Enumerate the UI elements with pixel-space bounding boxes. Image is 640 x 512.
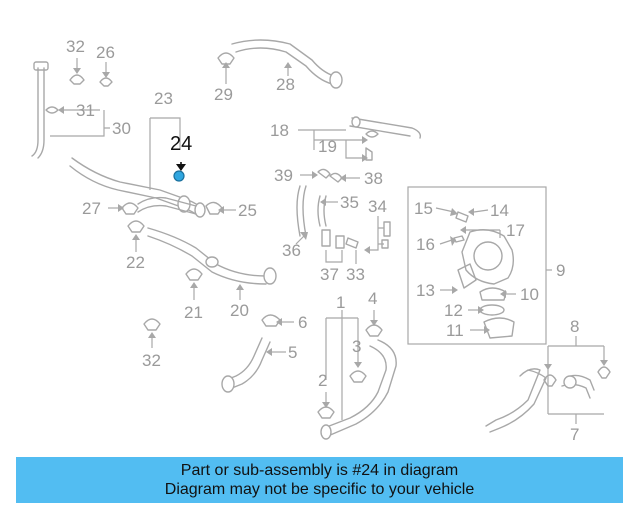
part-1-hose — [320, 339, 397, 440]
diagram-note-banner: Part or sub-assembly is #24 in diagram D… — [16, 457, 623, 503]
callout-22: 22 — [126, 253, 145, 272]
callout-32-bottom: 32 — [142, 351, 161, 370]
callout-33: 33 — [346, 265, 365, 284]
part-20-hose — [147, 227, 277, 285]
clamp-39 — [317, 168, 331, 179]
callout-39: 39 — [274, 166, 293, 185]
clamp-2 — [317, 406, 335, 419]
hose-27-25 — [137, 196, 206, 218]
callout-29: 29 — [214, 85, 233, 104]
parts-diagram: 32 26 31 30 23 24 29 28 18 19 39 38 27 2… — [31, 37, 611, 444]
callout-23: 23 — [154, 89, 173, 108]
callout-17: 17 — [506, 221, 525, 240]
clamp-6 — [261, 314, 281, 327]
callout-13: 13 — [416, 281, 435, 300]
callout-27: 27 — [82, 199, 101, 218]
callout-25: 25 — [238, 201, 257, 220]
clamp-8-right — [597, 366, 611, 379]
callout-6: 6 — [298, 313, 307, 332]
hose-8 — [561, 374, 595, 399]
callout-32-top: 32 — [66, 37, 85, 56]
clamp-32-top — [69, 58, 85, 85]
callout-7: 7 — [570, 425, 579, 444]
part-30-hose — [31, 61, 59, 159]
assembly-9-box — [407, 186, 547, 345]
part-5-hose — [221, 337, 271, 393]
leader-30 — [50, 110, 110, 137]
callout-9: 9 — [556, 261, 565, 280]
callout-34: 34 — [368, 197, 387, 216]
callout-28: 28 — [276, 75, 295, 94]
clamp-24-highlighted — [173, 162, 186, 182]
callout-31: 31 — [76, 101, 95, 120]
banner-line-part-number: Part or sub-assembly is #24 in diagram — [180, 462, 459, 479]
callout-24-highlighted: 24 — [170, 133, 192, 155]
callout-5: 5 — [288, 343, 297, 362]
callout-4: 4 — [368, 289, 377, 308]
callout-26: 26 — [96, 43, 115, 62]
callout-8: 8 — [570, 317, 579, 336]
callout-1: 1 — [336, 293, 345, 312]
callout-37: 37 — [320, 265, 339, 284]
callout-3: 3 — [352, 337, 361, 356]
clamp-32-bottom — [143, 318, 161, 331]
clamp-22 — [127, 220, 145, 233]
callout-38: 38 — [364, 169, 383, 188]
callout-12: 12 — [444, 301, 463, 320]
part-35-hose — [296, 185, 327, 237]
callout-36: 36 — [282, 241, 301, 260]
part-7-hose — [485, 368, 547, 433]
callout-14: 14 — [490, 201, 509, 220]
callout-2: 2 — [318, 371, 327, 390]
clamp-27 — [121, 202, 139, 215]
callout-35: 35 — [340, 193, 359, 212]
callout-18: 18 — [270, 121, 289, 140]
callout-30: 30 — [112, 119, 131, 138]
clamp-8-left — [543, 374, 557, 387]
clamp-3 — [349, 370, 367, 383]
part-33 — [345, 237, 359, 249]
clamp-38 — [329, 172, 343, 183]
banner-line-disclaimer: Diagram may not be specific to your vehi… — [164, 481, 475, 498]
callout-15: 15 — [414, 199, 433, 218]
callout-20: 20 — [230, 301, 249, 320]
clamp-29 — [217, 52, 235, 84]
clamp-21 — [185, 268, 203, 281]
part-37 — [321, 229, 345, 249]
clamp-4 — [365, 324, 383, 337]
clamp-25 — [205, 201, 223, 215]
thermostat-housing — [453, 211, 515, 339]
part-28-hose — [231, 39, 343, 89]
part-18-pipe — [349, 116, 422, 161]
callout-19: 19 — [318, 137, 337, 156]
callout-21: 21 — [184, 303, 203, 322]
callout-11: 11 — [446, 321, 464, 340]
leader-23 — [149, 117, 181, 190]
clamp-26 — [99, 62, 113, 87]
callout-16: 16 — [416, 235, 435, 254]
part-34 — [381, 221, 391, 249]
callout-10: 10 — [520, 285, 539, 304]
